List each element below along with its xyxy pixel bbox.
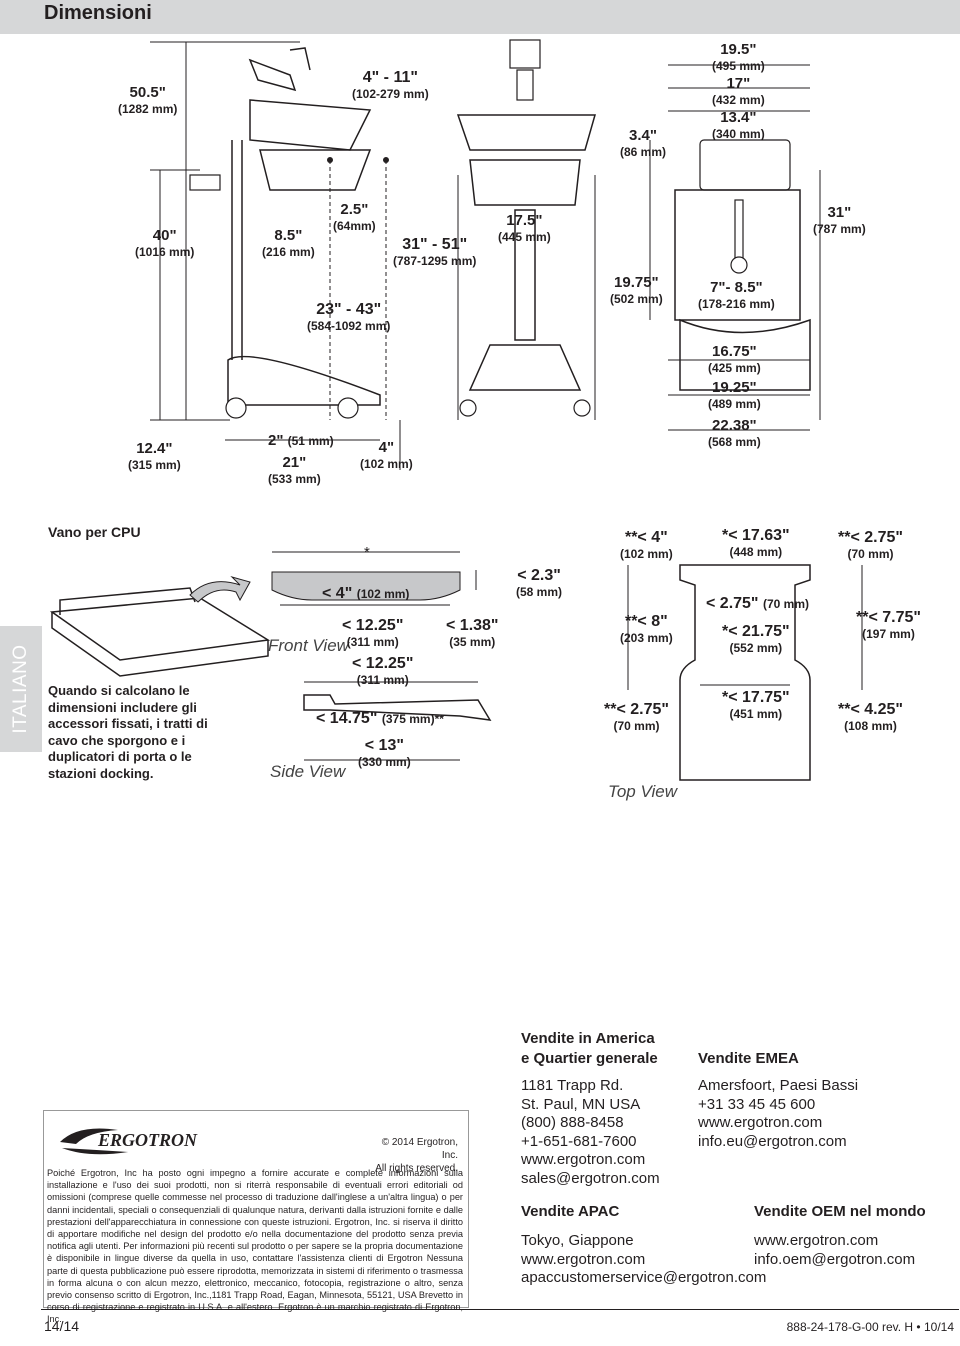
page-title: Dimensioni xyxy=(44,2,152,24)
cpu-section-title: Vano per CPU xyxy=(48,524,141,540)
tv-dim-8: **< 8"(203 mm) xyxy=(620,613,673,646)
dim-13-4: 13.4"(340 mm) xyxy=(712,109,765,142)
fv-dim-4: < 4" (102 mm) xyxy=(322,585,410,602)
tv-dim-4-25: **< 4.25"(108 mm) xyxy=(838,701,903,734)
america-email[interactable]: sales@ergotron.com xyxy=(521,1169,660,1187)
fv-dim-2-3: < 2.3"(58 mm) xyxy=(516,567,563,600)
dim-23-43: 23" - 43"(584-1092 mm) xyxy=(307,301,391,334)
cpu-side-view-drawing xyxy=(303,681,492,761)
tv-dim-2-75-top: **< 2.75"(70 mm) xyxy=(838,529,903,562)
cart-side-view-drawing xyxy=(150,41,401,470)
copyright: © 2014 Ergotron, Inc. All rights reserve… xyxy=(375,1137,458,1174)
tv-dim-2-75-mid: < 2.75" (70 mm) xyxy=(706,595,809,612)
dim-19-75: 19.75"(502 mm) xyxy=(610,274,663,307)
dim-7-8-5: 7"- 8.5"(178-216 mm) xyxy=(698,279,775,312)
page-number: 14/14 xyxy=(44,1318,80,1334)
dim-19-25: 19.25"(489 mm) xyxy=(708,379,761,412)
apac-website[interactable]: www.ergotron.com xyxy=(521,1250,646,1268)
dim-19-5: 19.5"(495 mm) xyxy=(712,41,765,74)
dim-4-11: 4" - 11"(102-279 mm) xyxy=(352,69,429,102)
doc-code: 888-24-178-G-00 rev. H • 10/14 xyxy=(786,1320,954,1334)
dim-21: 21"(533 mm) xyxy=(268,454,321,487)
side-view-label: Side View xyxy=(270,762,346,781)
dim-12-4: 12.4"(315 mm) xyxy=(128,440,181,473)
tv-dim-4: **< 4"(102 mm) xyxy=(620,529,673,562)
dim-22-38: 22.38"(568 mm) xyxy=(708,417,761,450)
tv-dim-17-75: *< 17.75"(451 mm) xyxy=(722,689,790,722)
sv-dim-13: < 13"(330 mm) xyxy=(358,737,411,770)
footer-divider xyxy=(41,1309,959,1310)
emea-website[interactable]: www.ergotron.com xyxy=(698,1114,823,1131)
fv-dim-1-38: < 1.38"(35 mm) xyxy=(446,617,499,650)
apac-email[interactable]: apaccustomerservice@ergotron.com xyxy=(521,1269,767,1286)
emea-email[interactable]: info.eu@ergotron.com xyxy=(698,1132,847,1150)
top-view-label: Top View xyxy=(608,782,677,801)
dim-17-5: 17.5"(445 mm) xyxy=(498,212,551,245)
sv-dim-14-75: < 14.75" (375 mm)** xyxy=(316,710,444,727)
cpu-front-view-drawing xyxy=(271,551,477,606)
page-header-bar: Dimensioni xyxy=(0,0,960,34)
front-view-label: Front View xyxy=(268,636,349,655)
tv-dim-21-75: *< 21.75"(552 mm) xyxy=(722,623,790,656)
svg-text:ERGOTRON: ERGOTRON xyxy=(97,1130,198,1150)
dim-2-5: 2.5"(64mm) xyxy=(333,201,376,234)
dim-16-75: 16.75"(425 mm) xyxy=(708,343,761,376)
dim-31-51: 31" - 51"(787-1295 mm) xyxy=(393,236,477,269)
dim-31: 31"(787 mm) xyxy=(813,204,866,237)
oem-email[interactable]: info.oem@ergotron.com xyxy=(754,1250,916,1268)
tv-dim-2-75-low: **< 2.75"(70 mm) xyxy=(604,701,669,734)
dim-2: 2" (51 mm) xyxy=(268,432,334,449)
fv-dim-12-25: < 12.25"(311 mm) xyxy=(342,617,404,650)
contact-america: Vendite in America e Quartier generale 1… xyxy=(521,1030,660,1187)
dim-3-4: 3.4"(86 mm) xyxy=(620,127,667,160)
oem-website[interactable]: www.ergotron.com xyxy=(754,1232,879,1249)
dim-17: 17"(432 mm) xyxy=(712,75,765,108)
cart-drawings xyxy=(150,39,821,470)
dim-4: 4"(102 mm) xyxy=(360,439,413,472)
contact-emea: Vendite EMEA Amersfoort, Paesi Bassi +31… xyxy=(698,1050,859,1150)
sv-dim-12-25: < 12.25"(311 mm) xyxy=(352,655,414,688)
tv-dim-17-63: *< 17.63"(448 mm) xyxy=(722,527,790,560)
dim-40: 40"(1016 mm) xyxy=(135,227,195,260)
cpu-asterisk: * xyxy=(364,544,370,561)
dim-50-5: 50.5"(1282 mm) xyxy=(118,84,178,117)
cpu-note: Quando si calcolano le dimensioni includ… xyxy=(48,683,208,781)
cart-front-view-drawing xyxy=(456,39,596,420)
legal-text: Poiché Ergotron, Inc ha posto ogni impeg… xyxy=(47,1168,463,1325)
cpu-drawings xyxy=(49,551,863,781)
contact-oem: Vendite OEM nel mondo www.ergotron.com i… xyxy=(754,1203,926,1268)
cart-top-view-drawing xyxy=(649,64,821,431)
legal-box xyxy=(43,1110,469,1308)
language-tab: ITALIANO xyxy=(0,626,42,752)
ergotron-logo: ERGOTRON xyxy=(58,1122,208,1167)
tv-dim-7-75: **< 7.75"(197 mm) xyxy=(856,609,921,642)
dim-8-5: 8.5"(216 mm) xyxy=(262,227,315,260)
contact-apac: Vendite APAC Tokyo, Giappone www.ergotro… xyxy=(521,1203,767,1286)
america-website[interactable]: www.ergotron.com xyxy=(521,1151,646,1168)
cpu-holder-drawing xyxy=(49,576,271,677)
cpu-top-view-drawing xyxy=(627,564,863,781)
